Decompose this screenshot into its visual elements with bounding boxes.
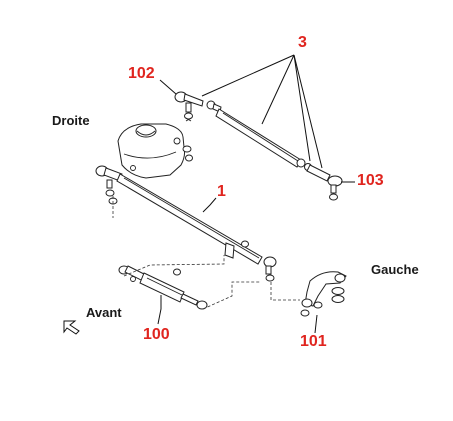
steering-damper xyxy=(118,265,208,310)
label-gauche: Gauche xyxy=(371,262,419,277)
tie-rod-assembly xyxy=(174,91,343,201)
callout-101: 101 xyxy=(300,333,327,350)
tie-rod-end-102 xyxy=(174,91,204,122)
steering-gear-housing xyxy=(117,123,193,179)
arrow-outline-icon xyxy=(63,320,80,335)
tie-rod-end-103 xyxy=(306,164,343,201)
tie-rod-sleeve xyxy=(206,100,312,171)
callout-3: 3 xyxy=(298,34,307,51)
leader-lines xyxy=(157,54,355,334)
callout-102: 102 xyxy=(128,65,155,82)
callout-100: 100 xyxy=(143,326,170,343)
callout-103: 103 xyxy=(357,172,384,189)
callout-1: 1 xyxy=(217,183,226,200)
idler-arm xyxy=(300,271,347,317)
label-droite: Droite xyxy=(52,113,90,128)
drag-link xyxy=(95,165,277,282)
label-avant: Avant xyxy=(86,305,122,320)
assembly-guide-lines xyxy=(112,196,300,310)
